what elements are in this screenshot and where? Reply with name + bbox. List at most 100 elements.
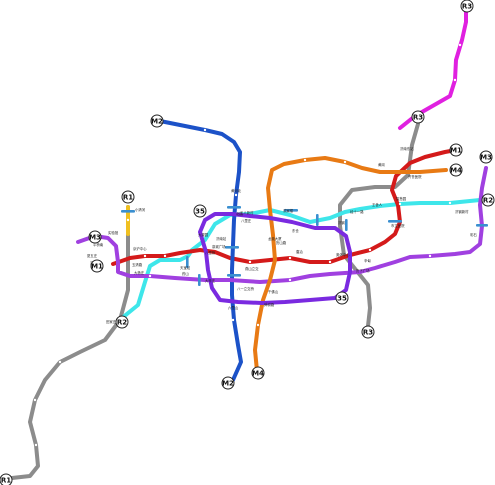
svg-text:R3: R3 [462,3,472,11]
station-label: 北园 [236,211,243,216]
badge-r1-top[interactable]: R1 [121,190,135,204]
badge-r2-left[interactable]: R2 [115,315,129,329]
badge-m2-bottom[interactable]: M2 [221,376,235,390]
station-label: 彩石 [470,232,477,237]
station-label: 燕山立交 [245,266,259,271]
station-dot[interactable] [203,128,207,132]
badge-m2-top[interactable]: M2 [150,114,164,128]
transfer-marker[interactable] [121,210,135,213]
station-label: 辛甸 [364,258,371,263]
badge-r3-mid[interactable]: R3 [411,110,425,124]
badge-m1-left[interactable]: M1 [90,259,104,273]
station-dot[interactable] [428,254,432,258]
station-label: 工人新村 [240,210,254,215]
transfer-markers [121,206,488,286]
transfer-marker[interactable] [186,256,189,268]
badge-m3-right[interactable]: M3 [479,150,493,164]
station-label: 平桥南 [93,242,104,247]
station-label: 济钢新村 [455,209,469,214]
station-label: 京沪中心 [133,246,147,251]
station-label: 药山 [182,271,189,276]
svg-text:M1: M1 [91,263,103,271]
station-dot[interactable] [143,254,147,258]
station-dot[interactable] [288,278,292,282]
badge-m1-right[interactable]: M1 [449,143,463,157]
station-label: 奥体中心 [336,252,350,257]
transfer-marker[interactable] [345,219,348,231]
station-dots [33,43,462,447]
station-dot[interactable] [303,158,307,162]
badge-r3-bottom[interactable]: R3 [361,325,375,339]
station-label: 天宝站 [180,265,191,270]
svg-text:35: 35 [337,295,347,303]
station-labels: 小清河 夏五庄 平桥南 京沪中心 大杨庄 实验馆 济南西 玉清路 天宝站 八里桥… [87,146,477,324]
svg-text:R3: R3 [413,114,423,122]
station-dot[interactable] [248,260,252,264]
transfer-marker[interactable] [225,246,239,249]
station-label: 济钢 [338,220,345,225]
station-label: 洪家楼 [283,208,294,213]
station-label: 泉城广场 [212,244,226,249]
station-label: 舜耕路 [264,302,275,307]
line-m3[interactable] [76,166,488,284]
station-dot[interactable] [398,202,402,206]
line-r1-south[interactable] [338,224,372,328]
svg-text:M4: M4 [252,370,264,378]
svg-text:M2: M2 [151,118,163,126]
line-r1-east[interactable] [338,122,420,228]
transfer-marker[interactable] [316,214,319,226]
station-label: 实验馆 [108,230,119,235]
badge-r1-bottom[interactable]: R1 [0,473,13,485]
station-label: 龙奥大厦 [268,236,282,241]
badge-m3-left[interactable]: M3 [88,230,102,244]
station-dot[interactable] [448,201,452,205]
station-label: 八里桥 [205,250,216,255]
station-dot[interactable] [458,43,462,47]
station-label: 济南东站 [400,146,414,151]
station-dot[interactable] [34,443,38,447]
station-dot[interactable] [453,78,457,82]
svg-text:35: 35 [195,208,205,216]
station-label: 唐冶 [296,249,303,254]
station-dot[interactable] [368,248,372,252]
station-label: 黄河北 [231,188,242,193]
transfer-marker[interactable] [227,274,241,277]
transfer-marker[interactable] [284,209,298,212]
station-dot[interactable] [256,323,260,327]
badge-r2-right[interactable]: R2 [481,193,495,207]
badge-r3-top[interactable]: R3 [460,0,474,13]
transfer-marker[interactable] [198,274,201,286]
station-dot[interactable] [163,254,167,258]
station-dot[interactable] [126,218,130,222]
transfer-marker[interactable] [227,206,241,209]
station-label: 东仓 [292,228,299,233]
station-label: 夏五庄 [87,253,98,258]
badge-m4-right[interactable]: M4 [449,163,463,177]
svg-text:R3: R3 [363,329,373,337]
station-dot[interactable] [148,274,152,278]
station-label: 大杨庄 [134,270,145,275]
station-label: 经十一路 [350,209,364,214]
station-label: 济南站 [216,236,227,241]
station-dot[interactable] [234,193,238,197]
line-s5[interactable] [198,212,352,305]
station-label: 玉清路 [132,262,143,267]
station-dot[interactable] [231,318,235,322]
station-label: 大辛庄 [205,278,216,283]
svg-text:R2: R2 [483,197,493,205]
station-dot[interactable] [33,398,37,402]
station-dot[interactable] [288,256,292,260]
badge-s5-top[interactable]: 35 [193,204,207,218]
station-dot[interactable] [328,260,332,264]
station-label: 齐鲁医院 [408,174,422,179]
line-m4[interactable] [253,156,448,373]
station-dot[interactable] [343,160,347,164]
station-label: 八里庄 [241,218,252,223]
badge-m4-bottom[interactable]: M4 [251,366,265,380]
station-dot[interactable] [58,360,62,364]
transfer-marker[interactable] [388,220,402,223]
badge-s5-bottom[interactable]: 35 [335,291,349,305]
transfer-marker[interactable] [476,224,488,227]
